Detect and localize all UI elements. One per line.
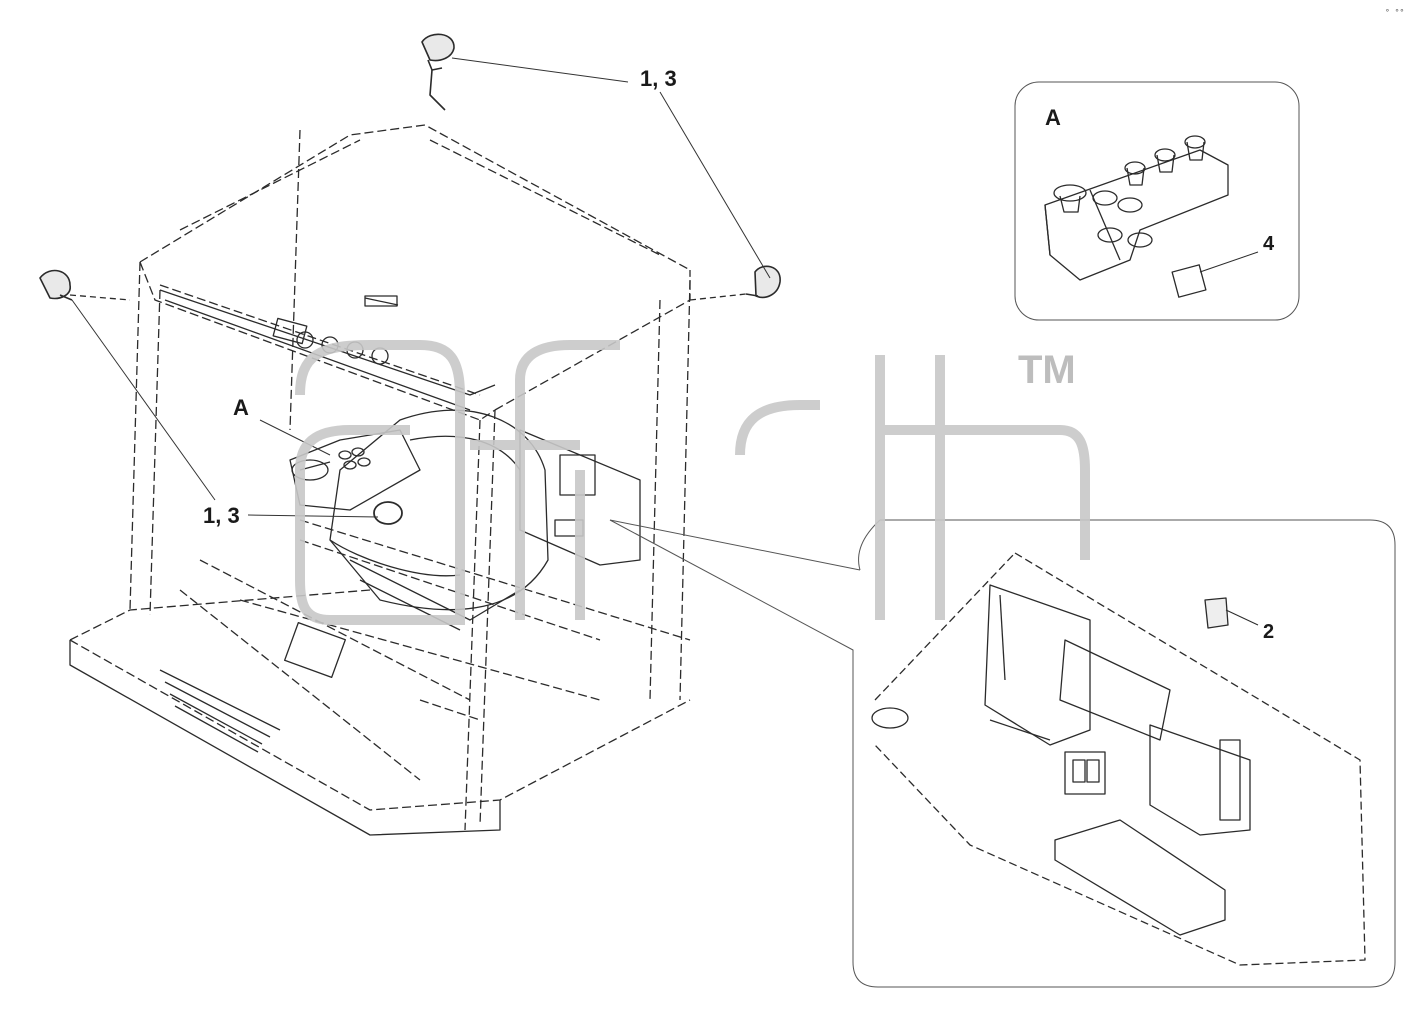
detail-view-panel — [609, 519, 1396, 988]
callout-view-a-detail: A — [1045, 105, 1061, 130]
cab-frame — [69, 124, 691, 831]
detail-view-a — [1014, 81, 1300, 321]
callout-view-a-main: A — [233, 395, 249, 420]
front-bumper — [69, 622, 501, 836]
lamp-mount-dashes — [69, 293, 747, 301]
callout-item-2: 2 — [1263, 621, 1275, 643]
lamp-left — [39, 269, 73, 301]
callout-1-3-top: 1, 3 — [640, 66, 677, 91]
callout-1-3-left: 1, 3 — [203, 503, 240, 528]
corner-mark: ° °° — [1385, 8, 1405, 17]
lamp-right — [745, 265, 781, 299]
lamp-top — [421, 33, 455, 111]
callout-item-4: 4 — [1263, 233, 1275, 255]
watermark-trademark: TM — [1018, 348, 1076, 392]
leader-lines — [71, 57, 771, 518]
watermark-logo — [295, 340, 1090, 625]
